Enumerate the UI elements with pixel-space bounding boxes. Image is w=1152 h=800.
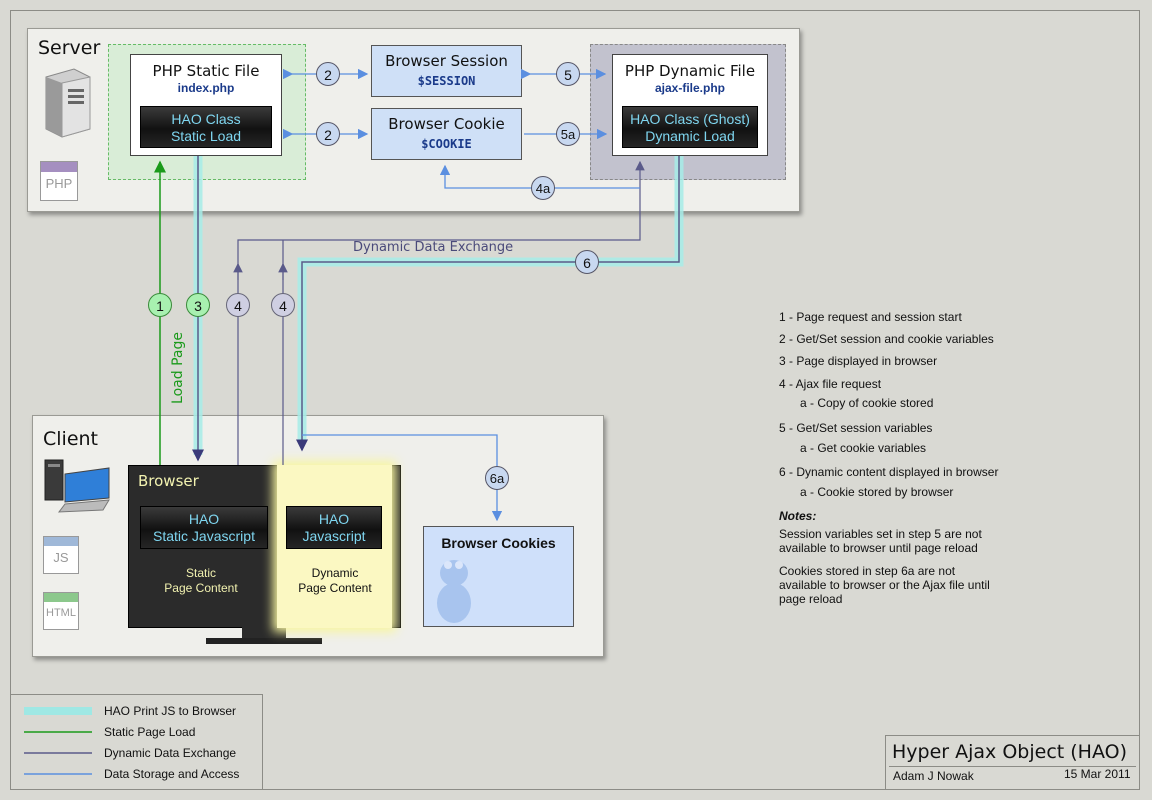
step-line-4a: a - Copy of cookie stored — [800, 396, 934, 410]
step-2-session: 2 — [316, 62, 340, 86]
client-title: Client — [43, 428, 99, 450]
server-title: Server — [38, 37, 101, 59]
php-static-filename: index.php — [177, 81, 235, 95]
js-icon-label: JS — [53, 550, 69, 565]
session-var: $SESSION — [417, 74, 476, 88]
step-4a-cookie-copy: 4a — [531, 176, 555, 200]
legend-print-js: HAO Print JS to Browser — [104, 704, 237, 718]
server-tower-icon — [45, 68, 91, 138]
step-6-dynamic: 6 — [575, 250, 599, 274]
html-file-tab — [44, 593, 78, 602]
notes-title: Notes: — [779, 509, 817, 523]
legend-swatches — [24, 707, 92, 775]
step-5-session: 5 — [556, 62, 580, 86]
php-file-icon: PHP — [40, 161, 78, 201]
monitor-neck — [242, 627, 286, 639]
legend-dynamic-exchange: Dynamic Data Exchange — [104, 746, 237, 760]
php-static-title: PHP Static File — [152, 62, 260, 80]
step-line-6: 6 - Dynamic content displayed in browser — [779, 465, 999, 479]
step-line-1: 1 - Page request and session start — [779, 310, 962, 324]
cookie-title: Browser Cookie — [388, 115, 505, 133]
session-title: Browser Session — [385, 52, 508, 70]
step-3-display: 3 — [186, 293, 210, 317]
legend-static-load: Static Page Load — [104, 725, 196, 739]
html-icon-label: HTML — [46, 607, 76, 619]
step-1-load: 1 — [148, 293, 172, 317]
step-line-5: 5 - Get/Set session variables — [779, 421, 933, 435]
legend-box — [10, 694, 263, 790]
js-file-tab — [44, 537, 78, 546]
cookie-var: $COOKIE — [421, 137, 472, 151]
dynamic-exchange-line-4a — [237, 160, 645, 465]
hao-print-path-dynamic — [297, 156, 684, 440]
browser-label: Browser — [138, 472, 199, 490]
legend-storage: Data Storage and Access — [104, 767, 240, 781]
step-5a-cookie: 5a — [556, 122, 580, 146]
php-dynamic-title: PHP Dynamic File — [624, 62, 756, 80]
title-block — [885, 735, 1140, 790]
php-file-tab — [41, 162, 77, 172]
js-file-icon: JS — [43, 536, 79, 574]
dynamic-page-content: Dynamic Page Content — [298, 566, 372, 595]
title-block-date: 15 Mar 2011 — [1064, 767, 1131, 781]
title-block-divider — [889, 766, 1136, 767]
static-page-content: Static Page Content — [164, 566, 238, 595]
title-block-title: Hyper Ajax Object (HAO) — [892, 741, 1127, 763]
step-6a-cookie-store: 6a — [485, 466, 509, 490]
step-line-2: 2 - Get/Set session and cookie variables — [779, 332, 994, 346]
browser-cookies-box: Browser Cookies — [423, 526, 574, 627]
note-1: Session variables set in step 5 are not … — [779, 527, 982, 555]
hao-print-line-dynamic — [296, 156, 680, 452]
step-line-6a: a - Cookie stored by browser — [800, 485, 954, 499]
hao-class-dynamic-load: HAO Class (Ghost) Dynamic Load — [622, 106, 758, 148]
storage-line-6a — [302, 434, 503, 522]
dynamic-data-exchange-label: Dynamic Data Exchange — [353, 240, 514, 255]
step-line-5a: a - Get cookie variables — [800, 441, 927, 455]
hao-static-javascript: HAO Static Javascript — [140, 506, 268, 549]
cookie-monster-icon — [437, 560, 471, 623]
step-4-ajax-a: 4 — [226, 293, 250, 317]
note-2: Cookies stored in step 6a are not availa… — [779, 564, 990, 606]
storage-line-4a — [439, 164, 640, 189]
php-dynamic-filename: ajax-file.php — [654, 81, 725, 95]
monitor-base — [206, 638, 322, 644]
step-4-ajax-b: 4 — [271, 293, 295, 317]
browser-session-box: Browser Session $SESSION — [371, 45, 522, 97]
step-line-3: 3 - Page displayed in browser — [779, 354, 938, 368]
step-2-cookie: 2 — [316, 122, 340, 146]
html-file-icon: HTML — [43, 592, 79, 630]
desktop-computer-icon — [44, 459, 110, 513]
hao-javascript: HAO Javascript — [286, 506, 382, 549]
php-icon-label: PHP — [45, 176, 73, 191]
browser-cookies-title: Browser Cookies — [441, 535, 556, 551]
hao-class-static-load: HAO Class Static Load — [140, 106, 272, 148]
browser-cookie-box: Browser Cookie $COOKIE — [371, 108, 522, 160]
drawing-frame — [10, 10, 1140, 790]
step-line-4: 4 - Ajax file request — [779, 377, 882, 391]
title-block-author: Adam J Nowak — [893, 769, 974, 783]
